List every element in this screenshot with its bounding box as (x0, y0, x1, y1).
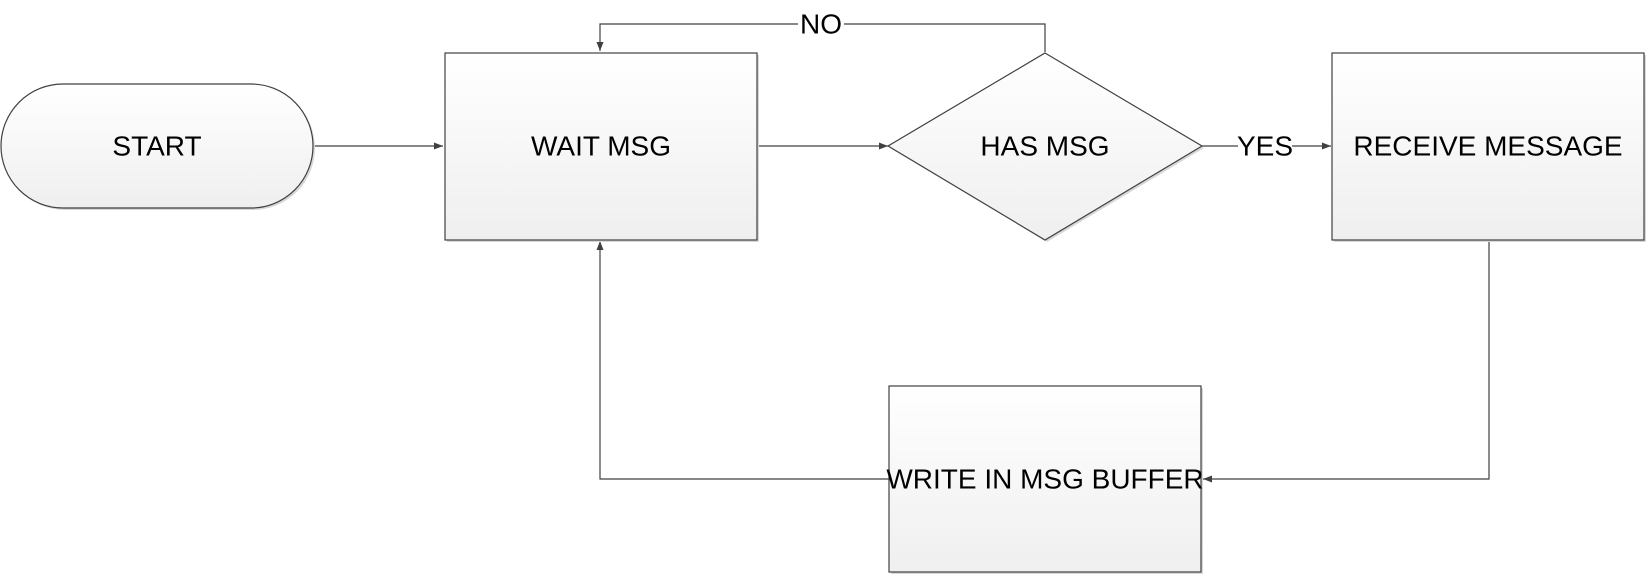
edge-label-yes: YES (1237, 131, 1293, 162)
node-wait-msg-shape (444, 52, 758, 241)
node-receive-message[interactable]: RECEIVE MESSAGE (1331, 52, 1646, 242)
node-has-msg[interactable]: HAS MSG (886, 52, 1204, 242)
node-start-shape (0, 83, 314, 209)
node-start-label: START (112, 131, 201, 162)
node-wait-msg[interactable]: WAIT MSG (444, 52, 759, 242)
node-wait-msg-label: WAIT MSG (531, 131, 671, 162)
edge-receive-message-to-write-buffer (1203, 240, 1490, 483)
connectors (313, 23, 1490, 483)
edge-label-no-background (798, 8, 844, 40)
node-receive-message-label: RECEIVE MESSAGE (1353, 131, 1622, 162)
node-has-msg-label: HAS MSG (980, 131, 1109, 162)
edge-labels: NO YES (798, 8, 1293, 162)
node-start[interactable]: START (0, 83, 315, 210)
node-write-in-msg-buffer[interactable]: WRITE IN MSG BUFFER (886, 385, 1204, 574)
node-receive-message-shape (1331, 52, 1645, 241)
edge-write-buffer-to-wait-msg (596, 241, 889, 480)
node-write-in-msg-buffer-label: WRITE IN MSG BUFFER (886, 464, 1203, 495)
node-write-in-msg-buffer-shape (888, 385, 1202, 573)
node-has-msg-shape (886, 52, 1204, 241)
edge-label-no: NO (800, 9, 842, 40)
edge-label-yes-background (1238, 130, 1292, 162)
